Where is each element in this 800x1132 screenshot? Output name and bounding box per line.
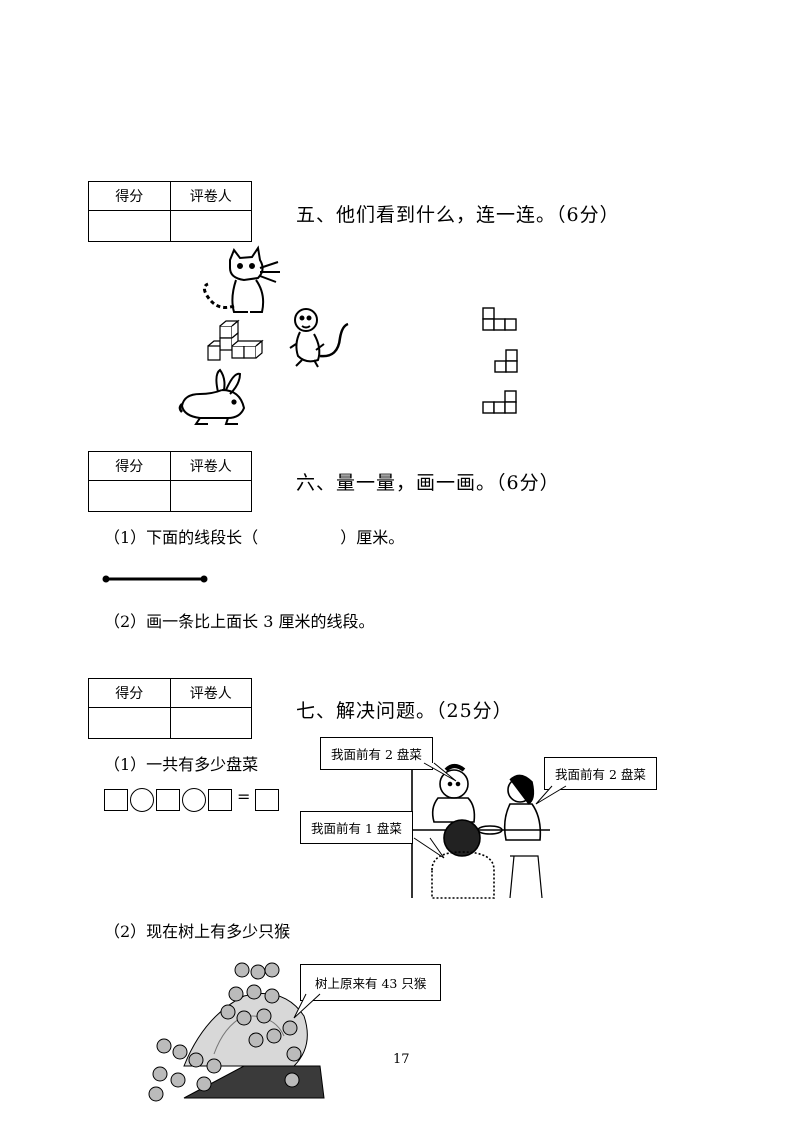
score-cell[interactable] bbox=[88, 707, 171, 739]
score-table-section5: 得分 评卷人 bbox=[88, 181, 252, 242]
score-table-section6: 得分 评卷人 bbox=[88, 451, 252, 512]
answer-box[interactable] bbox=[208, 789, 232, 811]
section6-question2: （2）画一条比上面长 3 厘米的线段。 bbox=[104, 612, 375, 631]
view-top-icon bbox=[482, 307, 517, 331]
grader-label: 评卷人 bbox=[169, 181, 252, 211]
monkey-tree-illustration bbox=[148, 962, 325, 1102]
grader-cell[interactable] bbox=[169, 480, 252, 512]
line-segment bbox=[102, 575, 208, 583]
score-label: 得分 bbox=[88, 181, 171, 211]
cat-icon bbox=[202, 245, 280, 313]
section7-question2: （2）现在树上有多少只猴 bbox=[104, 922, 291, 941]
callout-pointer-back-child bbox=[413, 837, 445, 859]
equals-sign: = bbox=[237, 786, 251, 806]
operator-circle[interactable] bbox=[130, 788, 154, 812]
cube-arrangement-icon bbox=[207, 319, 264, 361]
monkey-icon bbox=[289, 308, 349, 368]
answer-box[interactable] bbox=[104, 789, 128, 811]
grader-label: 评卷人 bbox=[169, 451, 252, 481]
operator-circle[interactable] bbox=[182, 788, 206, 812]
section5-title: 五、他们看到什么，连一连。（6分） bbox=[296, 204, 620, 226]
score-table-section7: 得分 评卷人 bbox=[88, 678, 252, 739]
grader-cell[interactable] bbox=[169, 707, 252, 739]
score-cell[interactable] bbox=[88, 480, 171, 512]
section6-question1: （1）下面的线段长（ ）厘米。 bbox=[104, 524, 404, 548]
view-front-icon bbox=[482, 390, 517, 414]
score-cell[interactable] bbox=[88, 210, 171, 242]
view-side-icon bbox=[494, 349, 518, 373]
section7-question1: （1）一共有多少盘菜 bbox=[104, 755, 259, 774]
answer-box[interactable] bbox=[156, 789, 180, 811]
callout-pointer-girl bbox=[535, 785, 567, 805]
section7-title: 七、解决问题。（25分） bbox=[296, 700, 513, 722]
score-label: 得分 bbox=[88, 451, 171, 481]
callout-girl: 我面前有 2 盘菜 bbox=[544, 757, 657, 790]
question1-text-after: ）厘米。 bbox=[340, 528, 405, 547]
callout-pointer-boy bbox=[423, 762, 457, 782]
equation-row: = bbox=[104, 786, 280, 812]
score-label: 得分 bbox=[88, 678, 171, 708]
result-box[interactable] bbox=[255, 789, 280, 811]
callout-pointer-tree bbox=[293, 993, 321, 1019]
rabbit-icon bbox=[178, 368, 246, 425]
dining-children-illustration bbox=[410, 764, 550, 899]
callout-tree: 树上原来有 43 只猴 bbox=[300, 964, 442, 1001]
grader-cell[interactable] bbox=[169, 210, 252, 242]
callout-boy: 我面前有 2 盘菜 bbox=[320, 737, 433, 770]
section6-title: 六、量一量，画一画。（6分） bbox=[296, 472, 560, 494]
grader-label: 评卷人 bbox=[169, 678, 252, 708]
page-number: 17 bbox=[393, 1052, 410, 1067]
callout-back-child: 我面前有 1 盘菜 bbox=[300, 811, 413, 844]
question1-text-before: （1）下面的线段长（ bbox=[104, 528, 259, 547]
